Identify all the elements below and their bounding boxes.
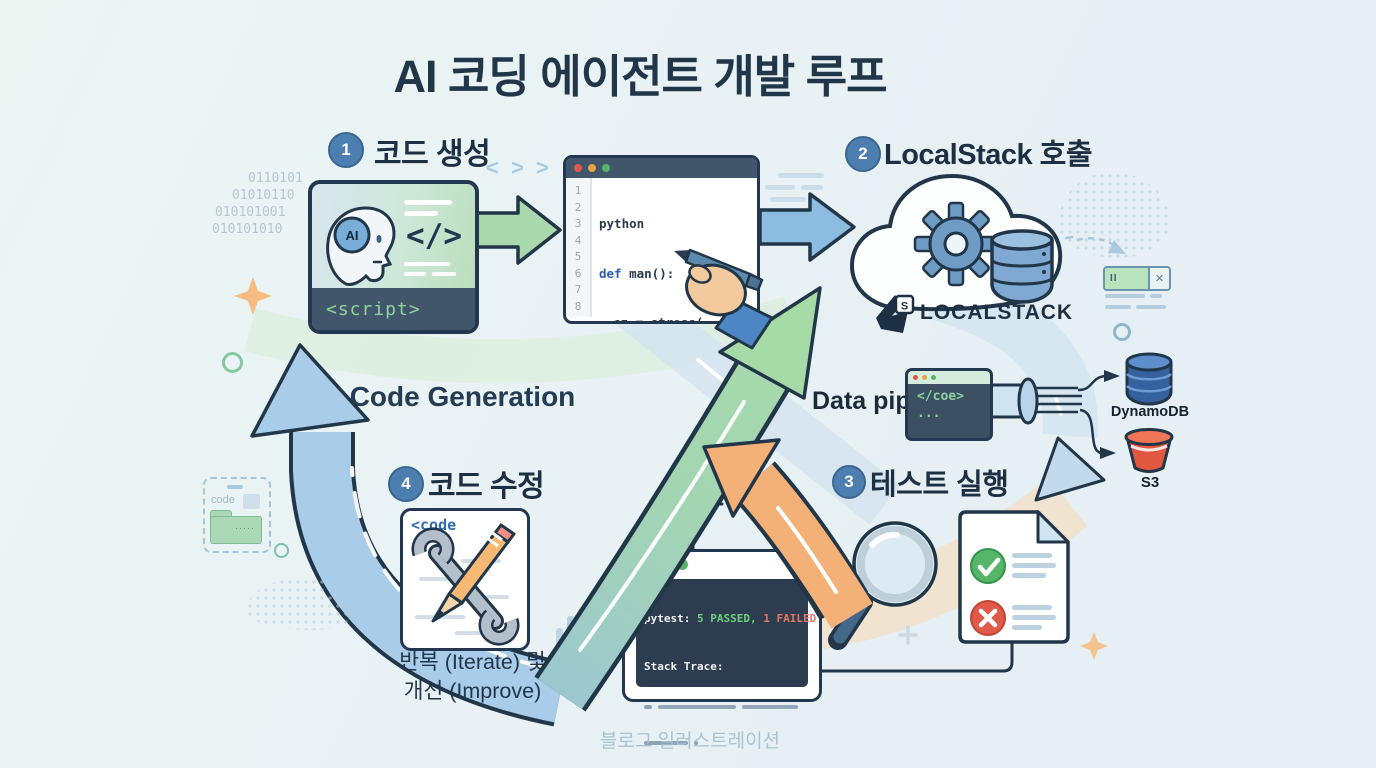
text-lines-decor bbox=[455, 631, 497, 635]
footer-caption: 블로그 일러스트레이션 bbox=[599, 731, 781, 752]
dynamodb-label: DynamoDB bbox=[1110, 404, 1190, 420]
script-tag-footer: <script> bbox=[312, 288, 475, 330]
close-traffic-light bbox=[574, 164, 582, 172]
left-loop-arrow bbox=[250, 343, 567, 727]
arrow-step1-to-editor bbox=[468, 195, 562, 265]
circle-decor bbox=[274, 543, 289, 558]
text-lines-decor bbox=[1136, 305, 1166, 309]
minimize-traffic-light bbox=[588, 164, 596, 172]
dotted-cloud-decor bbox=[1058, 172, 1170, 258]
data-pipe-icon bbox=[982, 370, 1120, 459]
text-lines-decor bbox=[801, 185, 823, 190]
bar-decor bbox=[556, 628, 563, 650]
step2-badge: 2 bbox=[845, 136, 881, 172]
text-lines-decor bbox=[778, 173, 824, 178]
minimize-traffic-light bbox=[922, 375, 927, 380]
step1-label: 코드 생성 bbox=[374, 138, 491, 171]
bar-decor bbox=[589, 622, 596, 650]
text-lines-decor bbox=[404, 200, 452, 205]
step3-badge: 3 bbox=[832, 465, 866, 499]
maximize-traffic-light bbox=[602, 164, 610, 172]
text-lines-decor bbox=[765, 185, 795, 190]
folder-decor: code ····· bbox=[203, 477, 271, 553]
code-generation-label: Code Generation bbox=[349, 381, 576, 412]
close-traffic-light bbox=[637, 559, 648, 570]
progress-bar-decor: II ✕ bbox=[1103, 266, 1171, 291]
text-lines-decor bbox=[404, 211, 438, 216]
code-fix-card: <code bbox=[400, 508, 530, 651]
ai-badge-text: AI bbox=[346, 228, 359, 243]
pytest-terminal-window: pytest: 5 PASSED, 1 FAILED Stack Trace: bbox=[622, 549, 822, 745]
dynamodb-icon bbox=[1125, 352, 1173, 406]
page-title: AI 코딩 에이전트 개발 루프 bbox=[393, 51, 887, 102]
code-tag-text: <code bbox=[411, 516, 457, 534]
ai-robot-icon: AI bbox=[326, 206, 396, 286]
text-lines-decor bbox=[432, 272, 456, 276]
wrench-pencil-icon bbox=[411, 523, 520, 646]
database-icon bbox=[990, 229, 1054, 304]
circle-decor bbox=[222, 352, 243, 373]
folder-decor-label: code bbox=[211, 494, 235, 506]
test-report-document bbox=[958, 510, 1070, 644]
localstack-wordmark: LOCALSTACK bbox=[920, 301, 1074, 324]
window-titlebar bbox=[908, 371, 990, 384]
window-titlebar bbox=[566, 158, 757, 178]
code-content: python def man(): cz = stress(__'): # # … bbox=[592, 178, 741, 321]
folder-decor-square bbox=[243, 494, 260, 509]
text-lines-decor bbox=[419, 577, 449, 581]
text-lines-decor bbox=[770, 197, 806, 202]
text-lines-decor bbox=[1105, 294, 1145, 298]
text-lines-decor bbox=[1150, 294, 1162, 298]
folder-icon bbox=[210, 510, 232, 519]
circle-decor bbox=[1113, 323, 1131, 341]
step1-badge: 1 bbox=[328, 132, 364, 168]
bar-chart-decor bbox=[556, 606, 600, 650]
localstack-cloud-icon bbox=[849, 173, 1063, 312]
check-icon bbox=[970, 548, 1006, 584]
right-loop-arrowhead bbox=[1034, 396, 1106, 502]
arrow-editor-to-cloud bbox=[758, 192, 856, 262]
gear-icon bbox=[913, 201, 999, 287]
step4-label: 코드 수정 bbox=[428, 470, 545, 503]
ai-agent-card: AI </> <script> bbox=[308, 180, 479, 334]
fail-icon bbox=[970, 600, 1006, 636]
data-pipe-terminal: </coe> ... bbox=[905, 368, 993, 441]
step3-label: 테스트 실행 bbox=[870, 469, 1009, 501]
text-lines-decor bbox=[465, 595, 509, 599]
code-symbol: </> bbox=[406, 218, 462, 254]
bar-decor bbox=[567, 616, 574, 650]
iterate-caption: 반복 (Iterate) 및 개선 (Improve) bbox=[399, 650, 546, 704]
close-traffic-light bbox=[913, 375, 918, 380]
pipe-code-ellipsis: ... bbox=[917, 406, 941, 421]
step4-badge: 4 bbox=[388, 466, 424, 502]
folder-decor-dots: ····· bbox=[235, 523, 255, 533]
close-icon: ✕ bbox=[1148, 268, 1169, 289]
binary-decor: 0110101 01010110 010101001 010101010 bbox=[212, 171, 303, 237]
pipe-code-text: </coe> bbox=[917, 389, 964, 404]
localstack-logo-icon: S bbox=[876, 294, 915, 333]
chevrons-decor: < > > bbox=[486, 155, 552, 180]
pause-glyph: II bbox=[1105, 268, 1148, 289]
maximize-traffic-light bbox=[931, 375, 936, 380]
text-lines-decor bbox=[404, 262, 450, 266]
window-titlebar bbox=[637, 559, 688, 570]
folder-icon: ····· bbox=[210, 516, 262, 544]
step2-label: LocalStack 호출 bbox=[884, 139, 1093, 171]
maximize-traffic-light bbox=[677, 559, 688, 570]
s3-bucket-icon bbox=[1124, 428, 1174, 473]
folder-decor-line bbox=[227, 485, 243, 489]
text-lines-decor bbox=[1105, 305, 1131, 309]
dotted-cloud-decor bbox=[246, 578, 368, 630]
s3-label: S3 bbox=[1140, 474, 1160, 491]
localstack-mark-letter: S bbox=[901, 301, 908, 313]
terminal-output: pytest: 5 PASSED, 1 FAILED Stack Trace: bbox=[636, 579, 816, 745]
bar-decor bbox=[578, 608, 585, 650]
minimize-traffic-light bbox=[657, 559, 668, 570]
text-lines-decor bbox=[404, 272, 426, 276]
